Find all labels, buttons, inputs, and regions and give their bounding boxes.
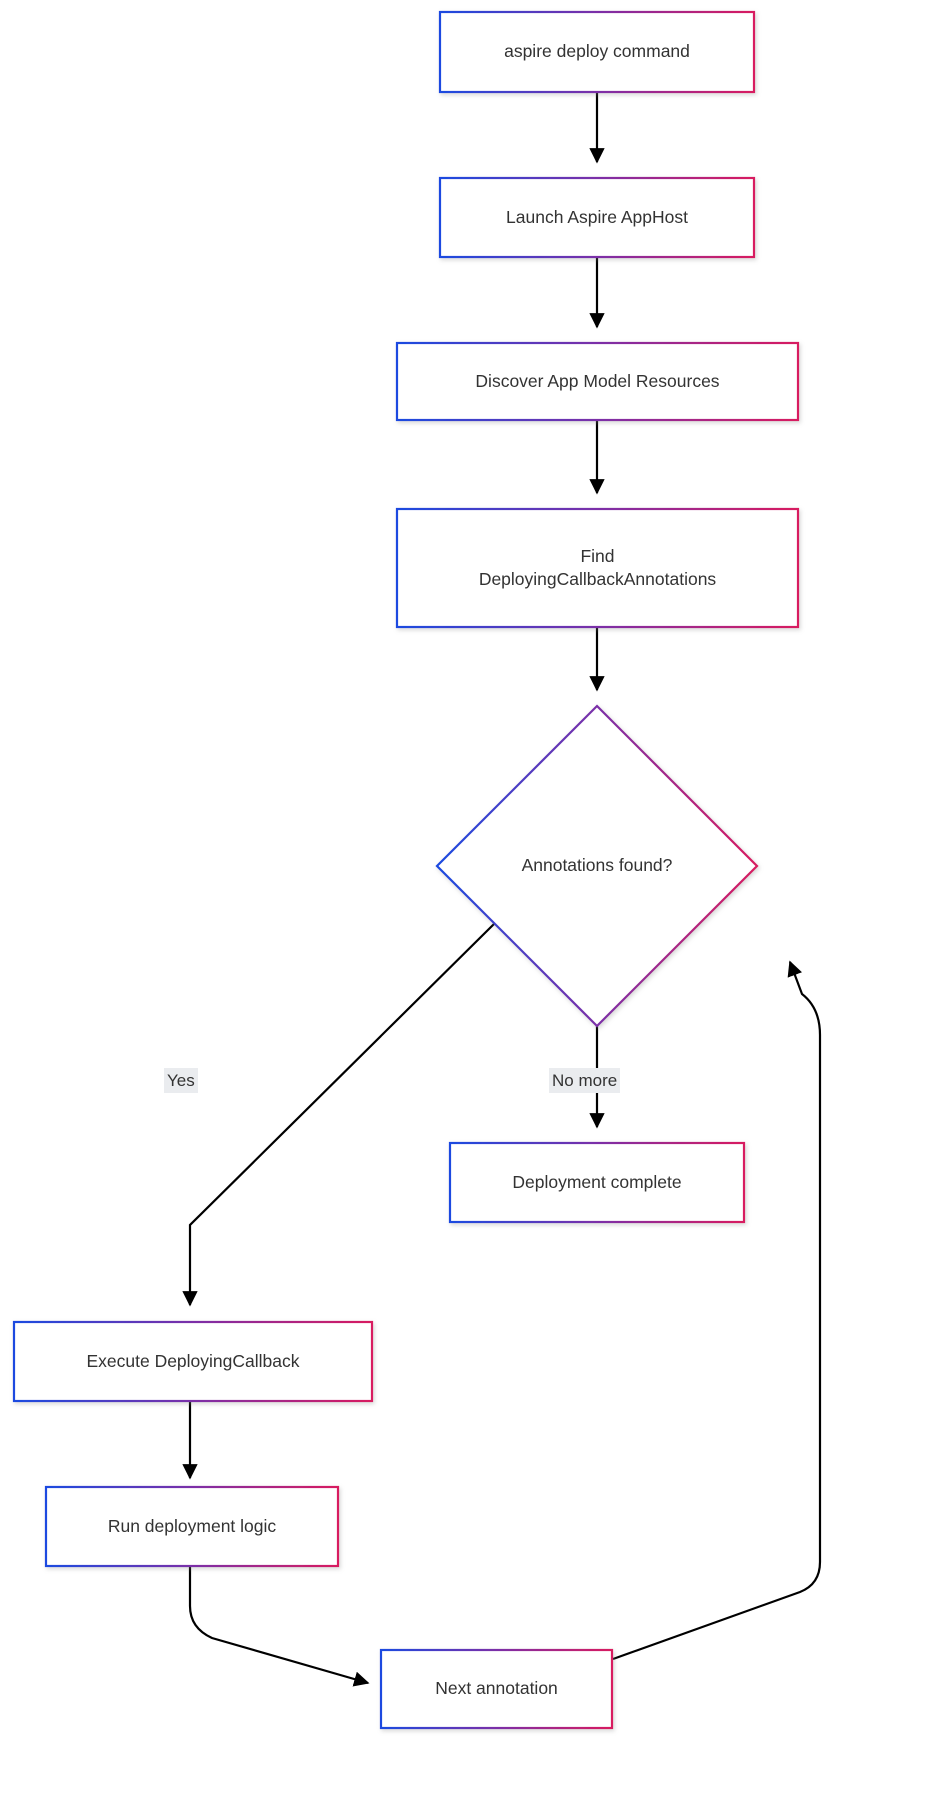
- node-decision[interactable]: [435, 704, 759, 1028]
- node-execute[interactable]: [12, 1320, 374, 1403]
- node-launch[interactable]: [438, 176, 756, 259]
- node-discover[interactable]: [395, 341, 800, 422]
- edge-next-to-decision: [612, 960, 822, 1661]
- node-layer: [12, 10, 800, 1730]
- edge-run-to-next: [188, 1566, 370, 1687]
- edge-label-no-more: No more: [549, 1068, 621, 1094]
- node-find[interactable]: [395, 507, 800, 629]
- edge-decision-to-execute: [182, 923, 495, 1307]
- node-run[interactable]: [44, 1485, 340, 1568]
- node-start[interactable]: [438, 10, 756, 94]
- node-complete[interactable]: [448, 1141, 746, 1224]
- node-next[interactable]: [379, 1648, 614, 1730]
- edge-label-yes: Yes: [164, 1068, 198, 1094]
